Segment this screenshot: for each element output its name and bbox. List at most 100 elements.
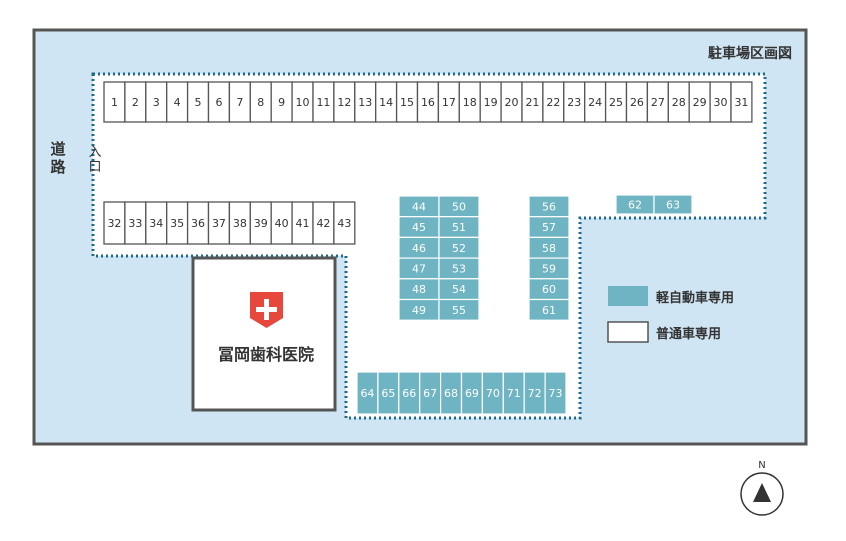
stall-number: 20 [505, 96, 519, 109]
stall-number: 60 [542, 283, 556, 296]
kei-column-a: 44 45 46 47 48 49 [398, 195, 440, 321]
stall-number: 7 [236, 96, 243, 109]
stall-number: 6 [215, 96, 222, 109]
stall-number: 58 [542, 242, 556, 255]
north-arrow-icon [753, 483, 771, 502]
stall-number: 47 [412, 262, 426, 275]
stall-number: 4 [174, 96, 181, 109]
stall-number: 57 [542, 221, 556, 234]
stall-number: 24 [588, 96, 602, 109]
stall-number: 71 [507, 387, 521, 400]
stall-number: 37 [212, 217, 226, 230]
clinic-building [191, 256, 337, 412]
stall-number: 33 [128, 217, 142, 230]
stall-number: 27 [651, 96, 665, 109]
stall-number: 9 [278, 96, 285, 109]
stall-number: 1 [111, 96, 118, 109]
stall-number: 52 [452, 242, 466, 255]
stall-number: 11 [316, 96, 330, 109]
entrance-label: 入口 [88, 145, 101, 175]
stall-number: 38 [233, 217, 247, 230]
kei-row-bottom: 64 65 66 67 68 69 70 71 72 73 [356, 371, 567, 415]
stall-number: 26 [630, 96, 644, 109]
stall-number: 61 [542, 304, 556, 317]
stall-number: 44 [412, 200, 426, 213]
kei-stall [438, 298, 480, 321]
clinic-name: 冨岡歯科医院 [218, 345, 314, 364]
stall-number: 67 [423, 387, 437, 400]
stall-number: 15 [400, 96, 414, 109]
legend-regular-label: 普通車専用 [656, 326, 721, 342]
cross-horizontal [256, 307, 277, 312]
stall-number: 49 [412, 304, 426, 317]
kei-column-c: 56 57 58 59 60 61 [528, 195, 570, 321]
stall-number: 28 [672, 96, 686, 109]
stall-number: 5 [195, 96, 202, 109]
entrance-label-char: 口 [88, 160, 101, 175]
stall-number: 39 [254, 217, 268, 230]
stall-number: 69 [465, 387, 479, 400]
stall-number: 66 [402, 387, 416, 400]
stall-number: 22 [546, 96, 560, 109]
stall-number: 45 [412, 221, 426, 234]
stall-number: 34 [149, 217, 163, 230]
stall-number: 32 [107, 217, 121, 230]
road-label: 道路 [50, 140, 66, 176]
stall-number: 43 [337, 217, 351, 230]
compass-label: N [758, 460, 765, 471]
stall-number: 21 [525, 96, 539, 109]
stall-number: 56 [542, 200, 556, 213]
kei-stall [544, 371, 567, 415]
regular-stall [333, 201, 356, 245]
stall-number: 18 [463, 96, 477, 109]
stall-number: 68 [444, 387, 458, 400]
stall-number: 35 [170, 217, 184, 230]
road-label-char: 道 [50, 140, 65, 158]
stall-number: 31 [734, 96, 748, 109]
stall-number: 2 [132, 96, 139, 109]
legend-kei-swatch [608, 286, 648, 306]
stall-number: 12 [337, 96, 351, 109]
stall-number: 8 [257, 96, 264, 109]
stall-number: 14 [379, 96, 393, 109]
kei-pair: 62 63 [615, 194, 693, 215]
road-label-char: 路 [50, 158, 66, 176]
stall-number: 50 [452, 200, 466, 213]
stall-number: 48 [412, 283, 426, 296]
stall-number: 10 [296, 96, 310, 109]
stall-number: 42 [316, 217, 330, 230]
stall-number: 73 [549, 387, 563, 400]
stall-number: 51 [452, 221, 466, 234]
stall-number: 3 [153, 96, 160, 109]
stall-number: 64 [360, 387, 374, 400]
stall-number: 65 [381, 387, 395, 400]
stall-number: 17 [442, 96, 456, 109]
stall-number: 13 [358, 96, 372, 109]
stall-number: 62 [628, 199, 642, 212]
stall-number: 59 [542, 262, 556, 275]
stall-number: 23 [567, 96, 581, 109]
stall-number: 63 [666, 199, 680, 212]
kei-stall [528, 298, 570, 321]
stall-number: 25 [609, 96, 623, 109]
stall-number: 53 [452, 262, 466, 275]
stall-number: 72 [528, 387, 542, 400]
entrance-label-char: 入 [88, 145, 101, 160]
stall-number: 16 [421, 96, 435, 109]
stall-number: 36 [191, 217, 205, 230]
stall-number: 19 [484, 96, 498, 109]
map-title: 駐車場区画図 [708, 45, 792, 62]
stall-number: 41 [296, 217, 310, 230]
stall-number: 54 [452, 283, 466, 296]
legend-regular-swatch [607, 321, 649, 343]
kei-stall [653, 194, 693, 215]
legend-kei-label: 軽自動車専用 [656, 290, 734, 306]
regular-stall [730, 81, 753, 123]
stall-number: 55 [452, 304, 466, 317]
stall-number: 46 [412, 242, 426, 255]
stall-number: 70 [486, 387, 500, 400]
